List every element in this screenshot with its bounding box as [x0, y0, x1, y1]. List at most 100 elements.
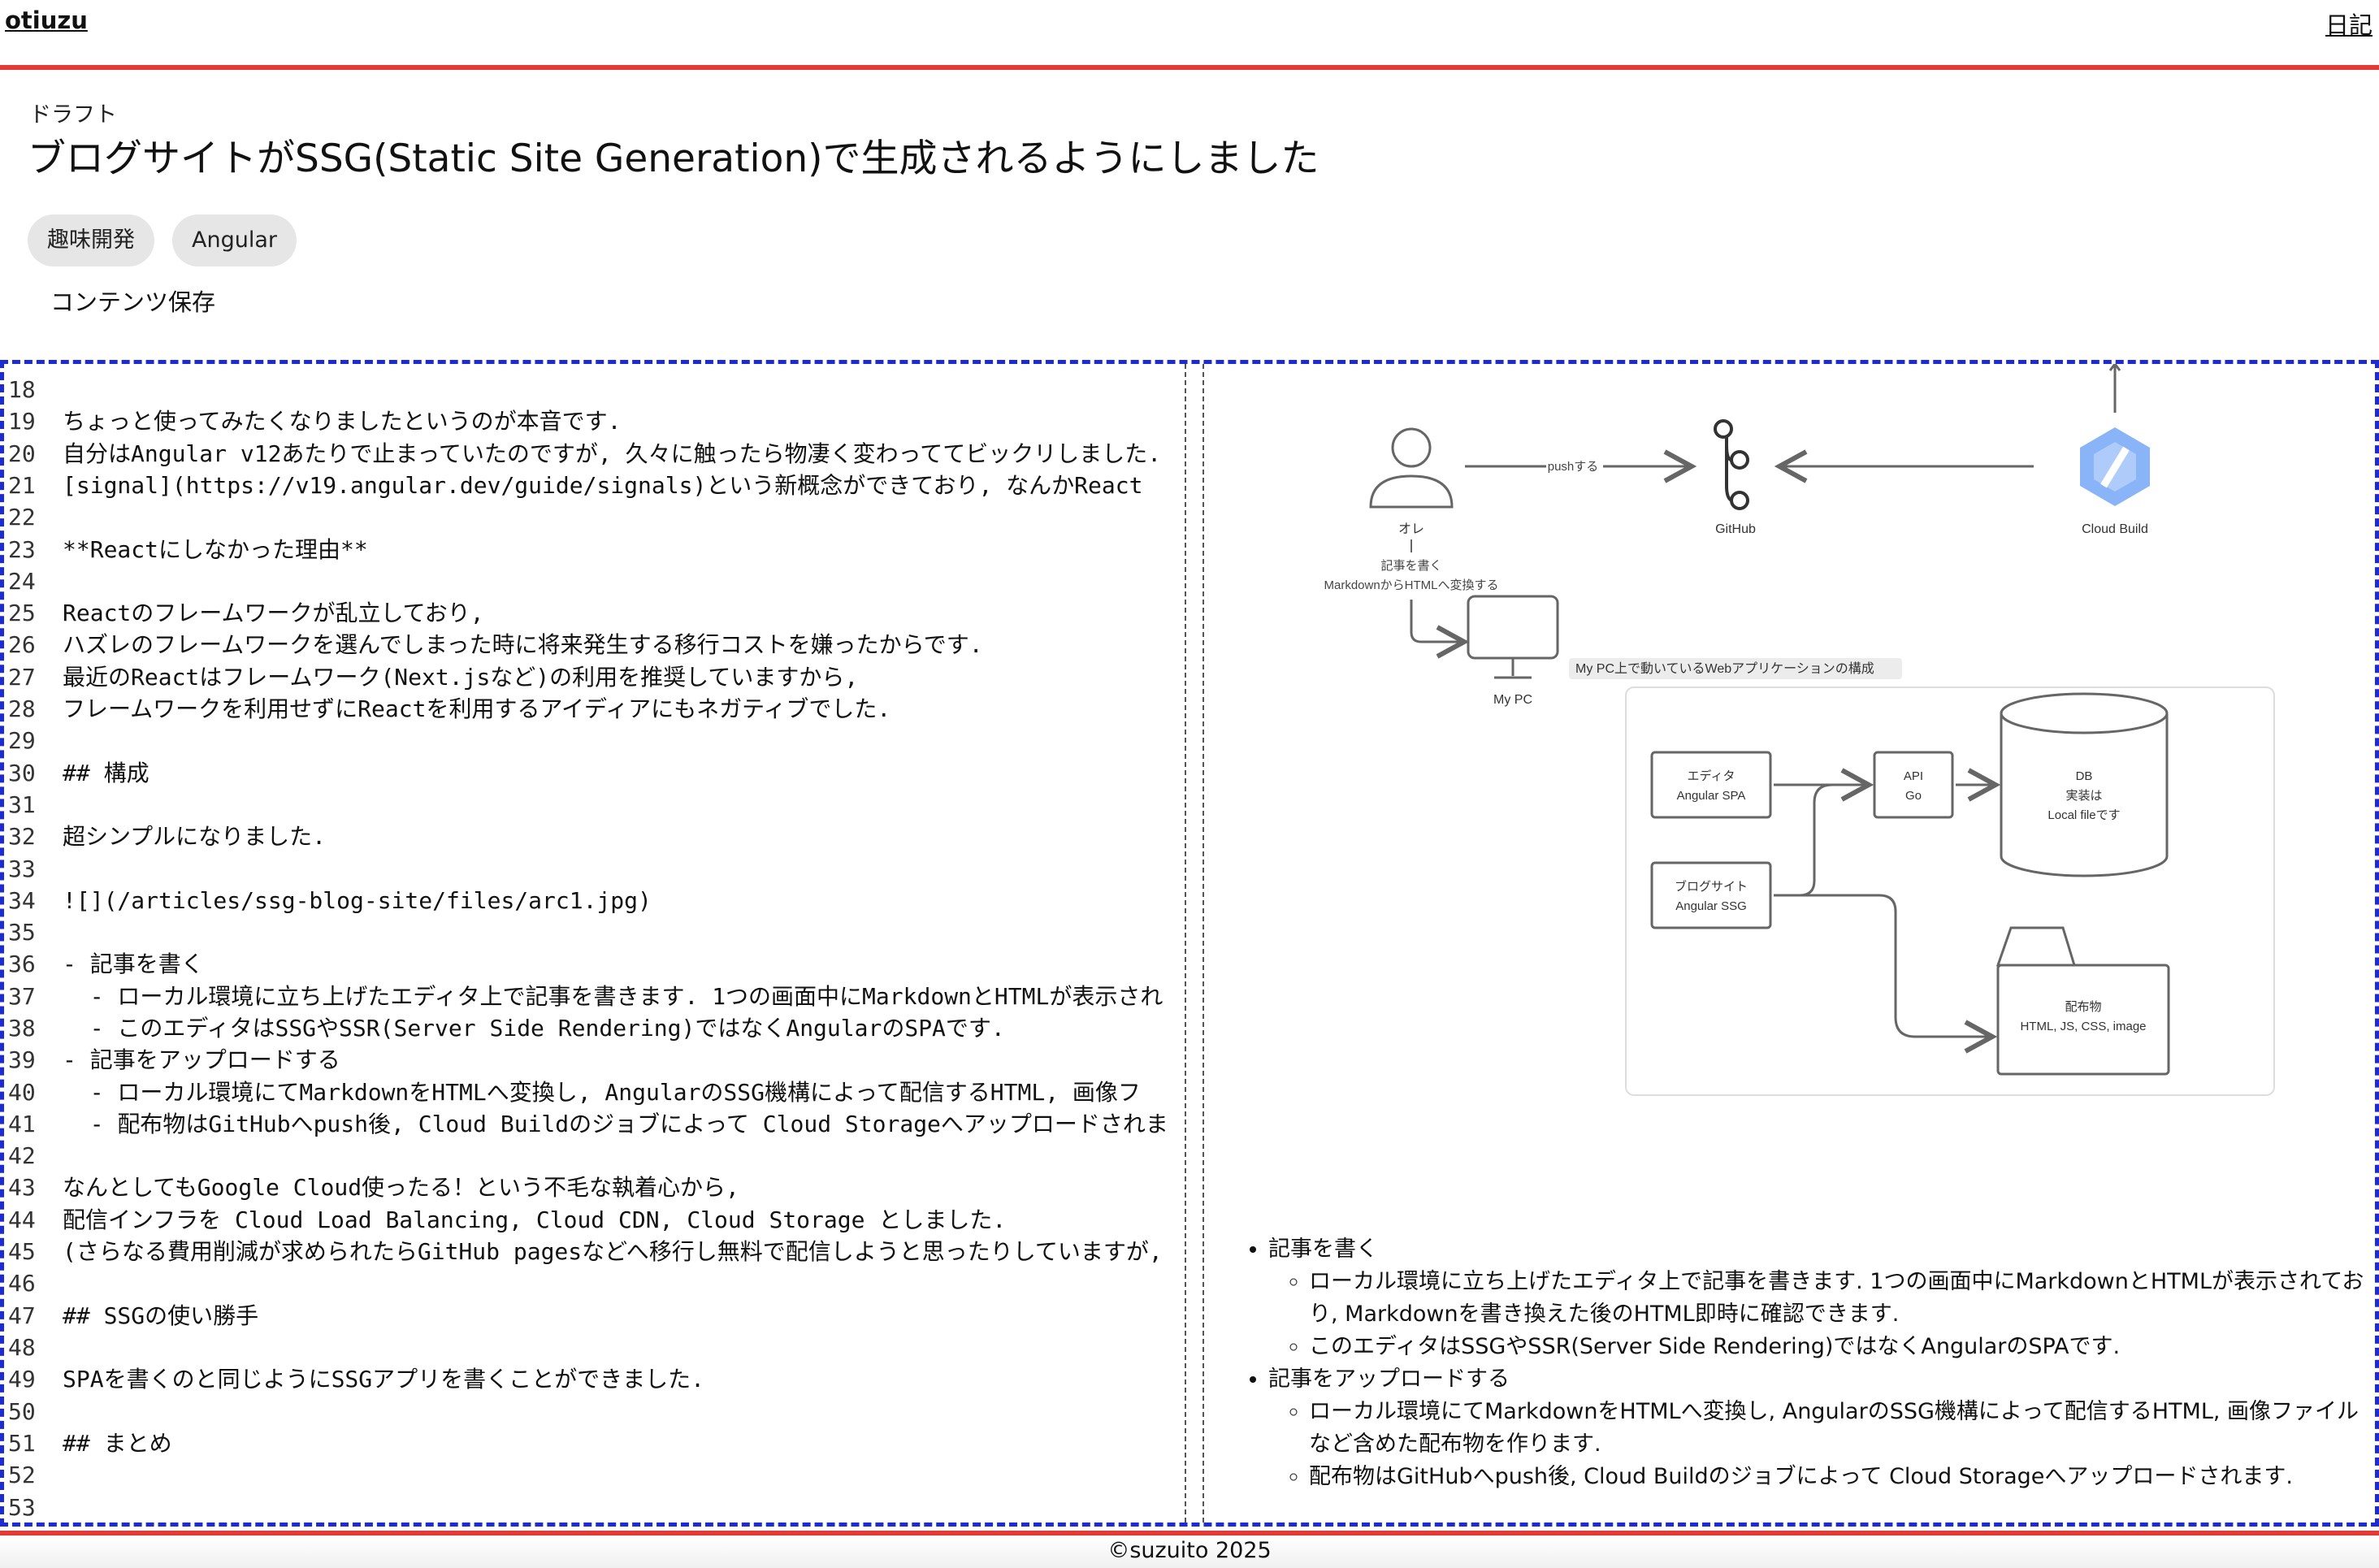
article-header: ドラフト ブログサイトがSSG(Static Site Generation)で… [0, 70, 2379, 361]
code-line[interactable]: - 記事を書く [63, 951, 204, 977]
code-line[interactable]: [signal](https://v19.angular.dev/guide/s… [63, 472, 1143, 499]
list-item: 記事をアップロードする ローカル環境にてMarkdownをHTMLへ変換し, A… [1268, 1363, 2368, 1493]
list-item: 記事を書く ローカル環境に立ち上げたエディタ上で記事を書きます. 1つの画面中に… [1268, 1233, 2368, 1363]
webapp-group [1625, 687, 2275, 1096]
line-number: 25 [8, 600, 36, 626]
line-number: 53 [8, 1494, 36, 1521]
code-line[interactable]: ![](/articles/ssg-blog-site/files/arc1.j… [63, 887, 652, 914]
blog-node [1650, 861, 1772, 929]
line-number: 32 [8, 823, 36, 850]
preview-paragraph: なんとしてもGoogle Cloud使ったる！という不毛な執着心から, 配信イン… [1207, 1516, 2375, 1523]
code-line[interactable]: 配信インフラを Cloud Load Balancing, Cloud CDN,… [63, 1206, 1007, 1233]
line-number: 42 [8, 1142, 36, 1169]
line-number: 34 [8, 887, 36, 914]
save-content-button[interactable]: コンテンツ保存 [50, 288, 216, 316]
line-number: 36 [8, 951, 36, 977]
diary-link[interactable]: 日記 [2325, 11, 2372, 39]
write-label: 記事を書く [1380, 559, 1441, 573]
line-number: 27 [8, 664, 36, 691]
line-number: 23 [8, 536, 36, 563]
top-nav: otiuzu 日記 [0, 0, 2379, 70]
code-line[interactable]: - ローカル環境にてMarkdownをHTMLへ変換し, AngularのSSG… [63, 1079, 1141, 1106]
code-line[interactable]: Reactのフレームワークが乱立しており, [63, 600, 484, 626]
code-line[interactable]: フレームワークを利用せずにReactを利用するアイディアにもネガティブでした. [63, 695, 891, 722]
architecture-diagram: オレ 記事を書く MarkdownからHTMLへ変換する pushする GitH… [1324, 364, 2275, 1096]
code-line[interactable]: ハズレのフレームワークを選んでしまった時に将来発生する移行コストを嫌ったからです… [63, 631, 983, 658]
line-number: 40 [8, 1079, 36, 1106]
brand-link[interactable]: otiuzu [5, 6, 88, 34]
push-label: pushする [1548, 460, 1599, 474]
list-item: ローカル環境に立ち上げたエディタ上で記事を書きます. 1つの画面中にMarkdo… [1309, 1266, 2368, 1331]
line-number: 38 [8, 1015, 36, 1042]
github-label: GitHub [1715, 522, 1756, 536]
code-line[interactable]: 超シンプルになりました. [63, 823, 327, 850]
tag-chip[interactable]: 趣味開発 [28, 214, 154, 266]
line-number: 43 [8, 1174, 36, 1201]
line-number: 44 [8, 1206, 36, 1233]
line-number: 50 [8, 1398, 36, 1425]
db-label-2: 実装は [2065, 789, 2102, 803]
code-line[interactable]: - このエディタはSSGやSSR(Server Side Rendering)で… [63, 1015, 1005, 1042]
preview-bullets: 記事を書く ローカル環境に立ち上げたエディタ上で記事を書きます. 1つの画面中に… [1247, 1233, 2368, 1493]
code-line[interactable]: **Reactにしなかった理由** [63, 536, 368, 563]
page-title: ブログサイトがSSG(Static Site Generation)で生成される… [28, 136, 1320, 181]
db-label-3: Local fileです [2048, 808, 2120, 822]
mypc-label: My PC [1493, 693, 1532, 707]
dist-label-2: HTML, JS, CSS, image [2020, 1020, 2146, 1033]
code-line[interactable]: ## 構成 [63, 760, 150, 786]
line-number: 39 [8, 1046, 36, 1073]
folder-icon [1996, 926, 2170, 1076]
line-number: 46 [8, 1270, 36, 1297]
api-node-label: API [1904, 769, 1923, 783]
person-icon [1369, 427, 1454, 509]
editor-node-label: エディタ [1688, 769, 1736, 783]
markdown-editor[interactable]: ちょっと使ってみたくなりましたというのが本音です. 自分はAngular v12あ… [63, 364, 1184, 1523]
code-line[interactable]: 最近のReactはフレームワーク(Next.jsなど)の利用を推奨していますから… [63, 664, 859, 691]
code-line[interactable]: (さらなる費用削減が求められたらGitHub pagesなどへ移行し無料で配信し… [63, 1238, 1163, 1265]
api-node-sub: Go [1905, 789, 1922, 803]
line-number: 24 [8, 568, 36, 595]
me-label: オレ [1398, 522, 1424, 536]
db-node [2000, 692, 2169, 877]
tag-chip[interactable]: Angular [172, 214, 297, 266]
line-number: 18 [8, 376, 36, 403]
list-item: 配布物はGitHubへpush後, Cloud Buildのジョブによって Cl… [1309, 1461, 2368, 1493]
line-number: 33 [8, 855, 36, 882]
code-line[interactable]: ちょっと使ってみたくなりましたというのが本音です. [63, 408, 622, 435]
line-number: 26 [8, 631, 36, 658]
code-line[interactable]: - 記事をアップロードする [63, 1046, 340, 1073]
line-number: 48 [8, 1334, 36, 1361]
code-line[interactable]: - ローカル環境に立ち上げたエディタ上で記事を書きます. 1つの画面中にMark… [63, 983, 1164, 1010]
code-line[interactable]: ## まとめ [63, 1430, 172, 1457]
line-number: 20 [8, 440, 36, 467]
pane-divider [1202, 364, 1204, 1523]
editor-node [1650, 751, 1772, 819]
code-line[interactable]: - 配布物はGitHubへpush後, Cloud Buildのジョブによって … [63, 1111, 1168, 1137]
line-number: 28 [8, 695, 36, 722]
list-item: ローカル環境にてMarkdownをHTMLへ変換し, AngularのSSG機構… [1309, 1396, 2368, 1461]
code-line[interactable]: なんとしてもGoogle Cloud使ったる！という不毛な執着心から, [63, 1174, 739, 1201]
dist-label: 配布物 [2065, 1000, 2101, 1014]
list-item: このエディタはSSGやSSR(Server Side Rendering)ではな… [1309, 1331, 2368, 1363]
footer-rule [0, 1531, 2379, 1536]
line-number: 52 [8, 1462, 36, 1488]
pane-divider[interactable] [1185, 364, 1186, 1523]
code-line[interactable]: SPAを書くのと同じようにSSGアプリを書くことができました. [63, 1366, 705, 1393]
line-number: 35 [8, 919, 36, 946]
line-number: 31 [8, 791, 36, 818]
blog-node-sub: Angular SSG [1675, 899, 1747, 913]
line-number: 37 [8, 983, 36, 1010]
cloud-build-label: Cloud Build [2082, 522, 2148, 536]
bullet-text: 記事を書く [1268, 1237, 1378, 1262]
db-label: DB [2076, 769, 2093, 783]
convert-label: MarkdownからHTMLへ変換する [1324, 578, 1498, 592]
code-line[interactable]: ## SSGの使い勝手 [63, 1302, 259, 1329]
cloud-build-icon [2080, 364, 2150, 506]
git-branch-icon [1714, 419, 1749, 510]
line-number: 19 [8, 408, 36, 435]
group-title: My PC上で動いているWebアプリケーションの構成 [1575, 661, 1874, 676]
editor-node-sub: Angular SPA [1677, 789, 1746, 803]
line-number: 47 [8, 1302, 36, 1329]
code-line[interactable]: 自分はAngular v12あたりで止まっていたのですが, 久々に触ったら物凄く… [63, 440, 1162, 467]
